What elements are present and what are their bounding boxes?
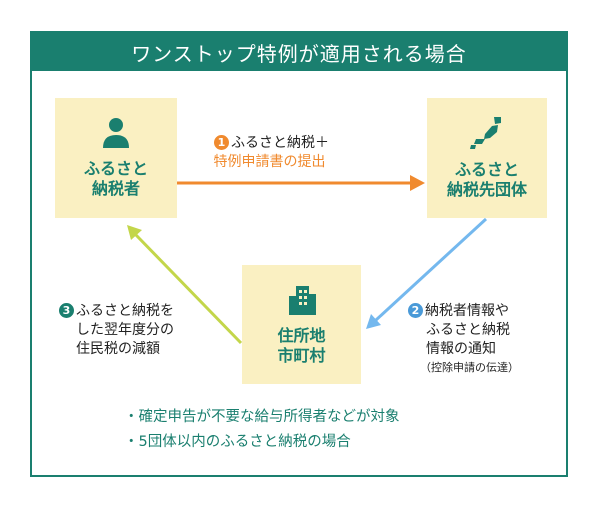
node-city-label: ふるさと納税先団体 xyxy=(446,160,527,199)
step2-note: （控除申請の伝達） xyxy=(420,361,519,374)
arrow-muni-to-donor-head xyxy=(127,225,142,240)
conditions-list: 確定申告が不要な給与所得者などが対象 5団体以内のふるさと納税の場合 xyxy=(124,405,400,455)
arrow-city-to-muni xyxy=(374,217,488,322)
step3-line2: した翌年度分の xyxy=(76,322,174,338)
step2-line3: 情報の通知 xyxy=(426,341,496,357)
japan-map-icon xyxy=(470,117,501,149)
node-donor: ふるさと納税者 xyxy=(55,98,177,218)
diagram-frame: ワンストップ特例が適用される場合 ふるさと納税者 ふるさと納税先団体 xyxy=(30,31,568,477)
step2-line1: 納税者情報や xyxy=(425,303,509,319)
step1-line2: 特例申請書の提出 xyxy=(213,154,326,170)
arrow-donor-to-city-head xyxy=(410,175,425,191)
arrow-muni-to-donor xyxy=(134,233,243,345)
step3-line3: 住民税の減額 xyxy=(76,341,160,357)
building-icon xyxy=(288,285,316,315)
step1-line1: ふるさと納税＋ xyxy=(231,135,329,151)
step3-number-badge: 3 xyxy=(59,303,74,318)
person-icon xyxy=(103,118,129,148)
diagram-title: ワンストップ特例が適用される場合 xyxy=(32,33,566,71)
step2-line2: ふるさと納税 xyxy=(426,322,510,338)
condition-item: 5団体以内のふるさと納税の場合 xyxy=(124,430,400,455)
flow-arrows xyxy=(127,175,488,345)
node-municipality-label: 住所地市町村 xyxy=(277,325,326,365)
node-city: ふるさと納税先団体 xyxy=(427,98,547,218)
node-municipality: 住所地市町村 xyxy=(242,265,361,384)
step2-number-badge: 2 xyxy=(408,303,423,318)
node-donor-label: ふるさと納税者 xyxy=(83,159,148,198)
condition-item: 確定申告が不要な給与所得者などが対象 xyxy=(124,405,400,430)
step1-number-badge: 1 xyxy=(214,135,229,150)
arrow-city-to-muni-head xyxy=(366,314,381,329)
step3-line1: ふるさと納税を xyxy=(76,303,174,319)
